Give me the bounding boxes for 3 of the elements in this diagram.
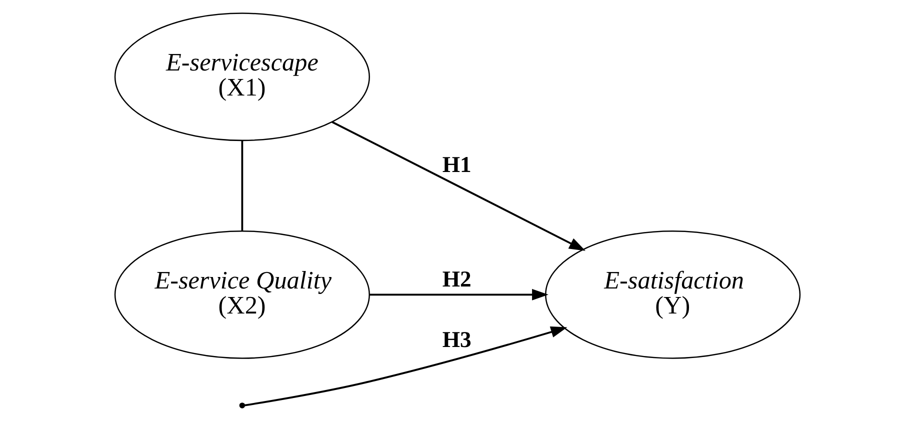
edge-label: H3 [442, 326, 471, 352]
edge-label: H2 [442, 266, 471, 292]
edge-label: H1 [442, 152, 471, 177]
